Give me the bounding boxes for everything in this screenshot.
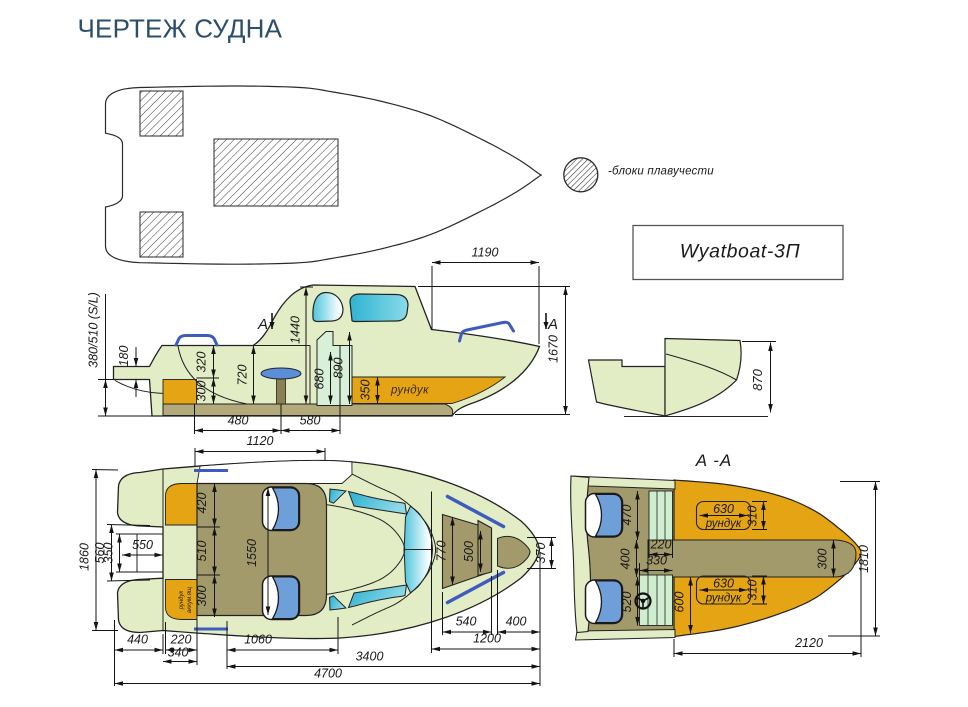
svg-text:370: 370 — [534, 543, 548, 564]
svg-text:рундук: рундук — [179, 590, 185, 611]
svg-text:1810: 1810 — [857, 545, 871, 573]
svg-text:550: 550 — [132, 538, 153, 552]
svg-text:330: 330 — [646, 554, 667, 568]
svg-text:770: 770 — [435, 541, 449, 562]
svg-text:440: 440 — [127, 633, 148, 647]
svg-text:1060: 1060 — [244, 633, 272, 647]
svg-text:A: A — [257, 316, 268, 333]
svg-text:480: 480 — [228, 414, 249, 428]
svg-text:3400: 3400 — [356, 650, 384, 664]
svg-text:рундук: рундук — [390, 385, 429, 397]
svg-text:400: 400 — [506, 615, 527, 629]
svg-text:350: 350 — [359, 380, 373, 401]
svg-text:220: 220 — [650, 538, 672, 552]
svg-text:A: A — [547, 316, 558, 333]
svg-text:рундук: рундук — [705, 518, 742, 530]
svg-text:420: 420 — [195, 493, 209, 514]
svg-text:ЧЕРТЕЖ СУДНА: ЧЕРТЕЖ СУДНА — [78, 14, 283, 44]
svg-text:1860: 1860 — [78, 543, 92, 571]
svg-text:520: 520 — [620, 592, 634, 613]
svg-text:1440: 1440 — [289, 316, 303, 344]
svg-text:500: 500 — [462, 541, 476, 562]
svg-text:1200: 1200 — [473, 632, 501, 646]
svg-text:340: 340 — [168, 646, 189, 660]
svg-text:-блоки плавучести: -блоки плавучести — [608, 166, 714, 178]
svg-text:A -A: A -A — [695, 451, 732, 470]
svg-text:220: 220 — [170, 633, 192, 647]
svg-text:510: 510 — [195, 541, 209, 562]
svg-text:380/510 (S/L): 380/510 (S/L) — [87, 292, 101, 368]
svg-text:аккум.ящ: аккум.ящ — [187, 587, 193, 613]
svg-text:4700: 4700 — [314, 667, 342, 681]
svg-text:310: 310 — [746, 580, 760, 601]
svg-text:1670: 1670 — [547, 335, 561, 363]
svg-text:540: 540 — [456, 615, 477, 629]
svg-text:400: 400 — [619, 549, 633, 570]
svg-text:630: 630 — [713, 577, 734, 591]
svg-text:300: 300 — [195, 586, 209, 607]
svg-text:630: 630 — [713, 502, 734, 516]
svg-text:560: 560 — [93, 543, 107, 564]
svg-text:680: 680 — [313, 369, 327, 390]
svg-text:580: 580 — [300, 414, 321, 428]
svg-text:180: 180 — [117, 346, 131, 367]
svg-text:470: 470 — [620, 505, 634, 526]
svg-text:рундук: рундук — [705, 593, 742, 605]
svg-text:890: 890 — [332, 358, 346, 379]
svg-text:600: 600 — [673, 592, 687, 613]
svg-text:870: 870 — [750, 368, 765, 390]
svg-text:720: 720 — [236, 365, 250, 386]
svg-text:1120: 1120 — [247, 434, 274, 448]
svg-text:Wyatboat-3П: Wyatboat-3П — [680, 241, 801, 263]
svg-text:1550: 1550 — [245, 539, 259, 567]
svg-text:300: 300 — [195, 381, 209, 402]
svg-text:2120: 2120 — [794, 636, 823, 650]
svg-text:320: 320 — [195, 352, 209, 373]
svg-text:310: 310 — [746, 506, 760, 527]
svg-text:300: 300 — [816, 549, 830, 570]
svg-text:1190: 1190 — [472, 246, 499, 260]
